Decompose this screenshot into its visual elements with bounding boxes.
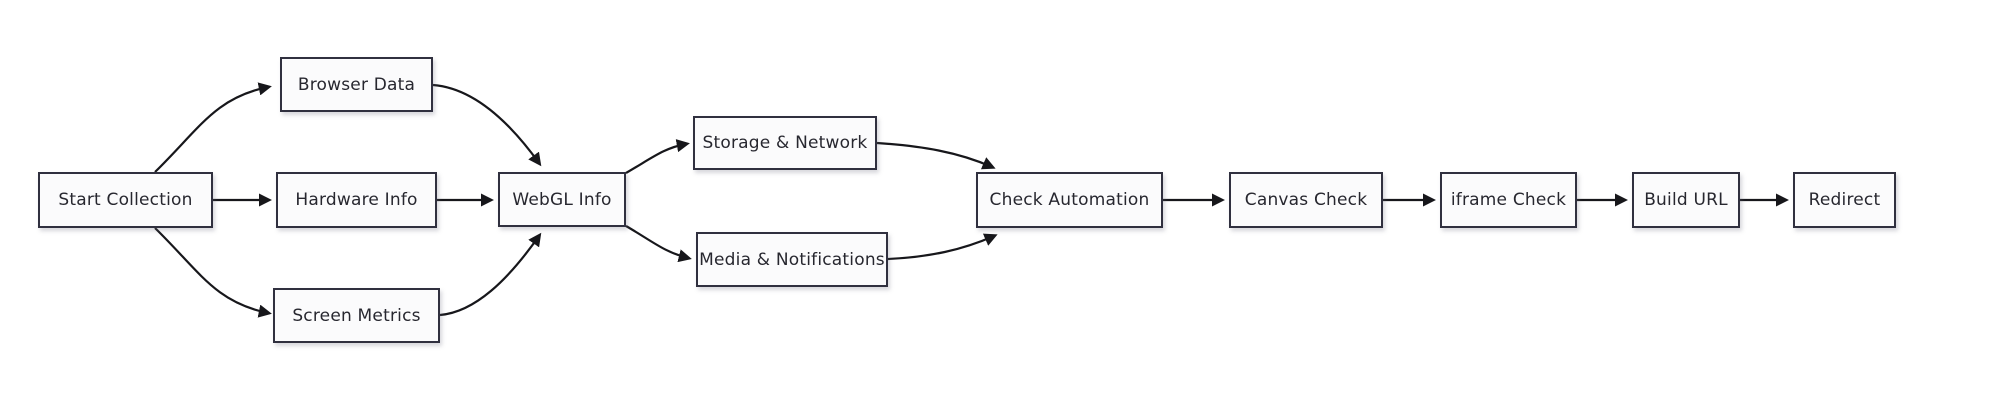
node-build-url: Build URL xyxy=(1632,172,1740,228)
node-browser-data: Browser Data xyxy=(280,57,433,112)
node-webgl-info: WebGL Info xyxy=(498,172,626,227)
node-label: Canvas Check xyxy=(1244,190,1368,210)
node-redirect: Redirect xyxy=(1793,172,1896,228)
edge-browser-data-to-webgl-info xyxy=(432,83,542,167)
node-label: Check Automation xyxy=(989,190,1150,210)
node-start-collection: Start Collection xyxy=(38,172,213,228)
edge-webgl-info-to-media-notifications xyxy=(625,225,692,263)
node-screen-metrics: Screen Metrics xyxy=(273,288,440,343)
node-label: Hardware Info xyxy=(295,190,418,210)
node-canvas-check: Canvas Check xyxy=(1229,172,1383,228)
node-label: Start Collection xyxy=(58,190,193,210)
edge-webgl-info-to-storage-network xyxy=(625,139,690,174)
node-label: Redirect xyxy=(1808,190,1881,210)
edge-storage-network-to-check-automation xyxy=(876,141,996,170)
node-label: Storage & Network xyxy=(702,133,868,153)
edge-screen-metrics-to-webgl-info xyxy=(439,232,542,317)
node-label: iframe Check xyxy=(1450,190,1567,210)
edge-start-to-screen-metrics xyxy=(154,227,272,318)
node-label: Screen Metrics xyxy=(292,305,421,326)
node-storage-network: Storage & Network xyxy=(693,116,877,170)
node-media-notifications: Media & Notifications xyxy=(696,232,888,287)
node-hardware-info: Hardware Info xyxy=(276,172,437,228)
node-label: WebGL Info xyxy=(512,189,612,210)
edge-media-notifications-to-check-automation xyxy=(887,233,998,261)
node-iframe-check: iframe Check xyxy=(1440,172,1577,228)
node-label: Media & Notifications xyxy=(699,249,885,270)
node-label: Build URL xyxy=(1644,190,1728,210)
node-check-automation: Check Automation xyxy=(976,172,1163,228)
edge-start-to-browser-data xyxy=(154,82,272,173)
node-label: Browser Data xyxy=(297,74,416,95)
